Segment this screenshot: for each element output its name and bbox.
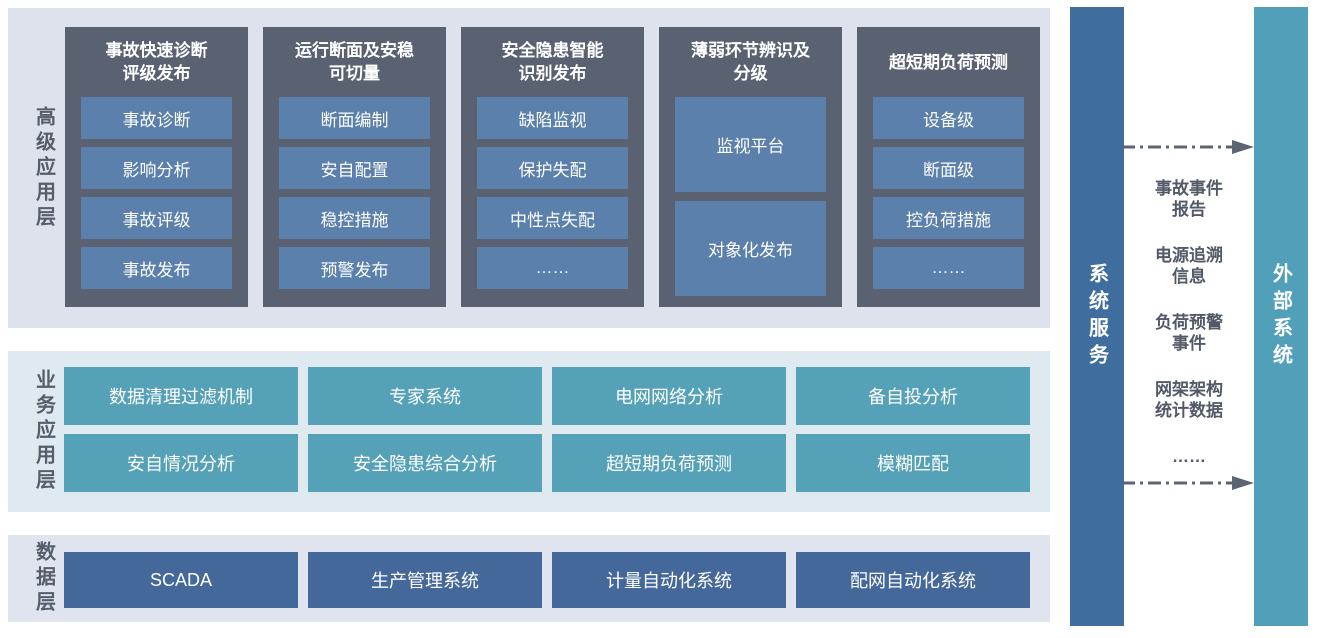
feature-chip: 安自配置	[279, 147, 430, 189]
column-title-line: 薄弱环节辨识及	[691, 41, 810, 60]
business-box: 备自投分析	[796, 367, 1030, 425]
system-service-label: 系统服务	[1085, 262, 1108, 371]
layer-label-business: 业务应用层	[32, 369, 55, 494]
data-source-box: 配网自动化系统	[796, 552, 1030, 608]
exchange-data-list: 事故事件报告 电源追溯信息 负荷预警事件 网架架构统计数据 ……	[1124, 178, 1254, 492]
exchange-item: 负荷预警事件	[1155, 313, 1223, 353]
advanced-columns: 事故快速诊断 评级发布 事故诊断 影响分析 事故评级 事故发布 运行断面及安稳 …	[65, 27, 1040, 307]
data-source-box: 计量自动化系统	[552, 552, 786, 608]
layer-advanced-application: 高级应用层 事故快速诊断 评级发布 事故诊断 影响分析 事故评级 事故发布 运行…	[8, 8, 1050, 328]
layer-data: 数据层 SCADA 生产管理系统 计量自动化系统 配网自动化系统	[8, 535, 1050, 622]
feature-chip: 缺陷监视	[477, 97, 628, 139]
column-title: 超短期负荷预测	[873, 27, 1024, 97]
feature-chip: ……	[477, 247, 628, 289]
business-box: 模糊匹配	[796, 434, 1030, 492]
column-title: 薄弱环节辨识及 分级	[675, 27, 826, 97]
exchange-item: 事故事件报告	[1155, 179, 1223, 219]
column-title-line: 识别发布	[518, 64, 587, 83]
feature-chip: 预警发布	[279, 247, 430, 289]
column-hidden-danger: 安全隐患智能 识别发布 缺陷监视 保护失配 中性点失配 ……	[461, 27, 644, 307]
feature-chip: 设备级	[873, 97, 1024, 139]
column-title-line: 运行断面及安稳	[295, 41, 414, 60]
feature-chip: 中性点失配	[477, 197, 628, 239]
column-title: 事故快速诊断 评级发布	[81, 27, 232, 97]
column-title-line: 分级	[733, 64, 768, 83]
column-title: 安全隐患智能 识别发布	[477, 27, 628, 97]
system-service-bar: 系统服务	[1070, 7, 1124, 626]
feature-chip: 保护失配	[477, 147, 628, 189]
feature-chip: 断面编制	[279, 97, 430, 139]
column-title-line: 评级发布	[122, 64, 191, 83]
data-source-box: SCADA	[64, 552, 298, 608]
exchange-item: ……	[1172, 447, 1206, 466]
business-box: 数据清理过滤机制	[64, 367, 298, 425]
data-grid: SCADA 生产管理系统 计量自动化系统 配网自动化系统	[64, 552, 1030, 608]
feature-chip: 对象化发布	[675, 201, 826, 296]
business-box: 电网网络分析	[552, 367, 786, 425]
feature-chip: 事故评级	[81, 197, 232, 239]
column-title-line: 安全隐患智能	[501, 41, 604, 60]
layer-business-application: 业务应用层 数据清理过滤机制 专家系统 电网网络分析 备自投分析 安自情况分析 …	[8, 351, 1050, 512]
data-source-box: 生产管理系统	[308, 552, 542, 608]
feature-chip: 事故发布	[81, 247, 232, 289]
column-title: 运行断面及安稳 可切量	[279, 27, 430, 97]
layer-label-data: 数据层	[32, 541, 55, 616]
exchange-item: 网架架构统计数据	[1155, 380, 1223, 420]
exchange-item: 电源追溯信息	[1155, 246, 1223, 286]
layer-label-advanced: 高级应用层	[32, 105, 55, 231]
feature-chip: 事故诊断	[81, 97, 232, 139]
column-accident-diagnosis: 事故快速诊断 评级发布 事故诊断 影响分析 事故评级 事故发布	[65, 27, 248, 307]
column-operation-section: 运行断面及安稳 可切量 断面编制 安自配置 稳控措施 预警发布	[263, 27, 446, 307]
flow-arrow-icon	[1122, 140, 1254, 154]
feature-chip: 稳控措施	[279, 197, 430, 239]
business-box: 安自情况分析	[64, 434, 298, 492]
feature-chip: 断面级	[873, 147, 1024, 189]
column-title-line: 可切量	[329, 64, 380, 83]
feature-chip: 控负荷措施	[873, 197, 1024, 239]
feature-chip: 监视平台	[675, 97, 826, 192]
business-box: 安全隐患综合分析	[308, 434, 542, 492]
business-box: 专家系统	[308, 367, 542, 425]
business-grid: 数据清理过滤机制 专家系统 电网网络分析 备自投分析 安自情况分析 安全隐患综合…	[64, 367, 1030, 492]
column-weak-link: 薄弱环节辨识及 分级 监视平台 对象化发布	[659, 27, 842, 307]
feature-chip: ……	[873, 247, 1024, 289]
column-title-line: 事故快速诊断	[105, 41, 208, 60]
external-system-bar: 外部系统	[1254, 7, 1308, 626]
business-box: 超短期负荷预测	[552, 434, 786, 492]
column-load-forecast: 超短期负荷预测 设备级 断面级 控负荷措施 ……	[857, 27, 1040, 307]
feature-chip: 影响分析	[81, 147, 232, 189]
flow-arrow-icon	[1122, 476, 1254, 490]
external-system-label: 外部系统	[1269, 262, 1292, 371]
column-title-line: 超短期负荷预测	[889, 52, 1008, 72]
